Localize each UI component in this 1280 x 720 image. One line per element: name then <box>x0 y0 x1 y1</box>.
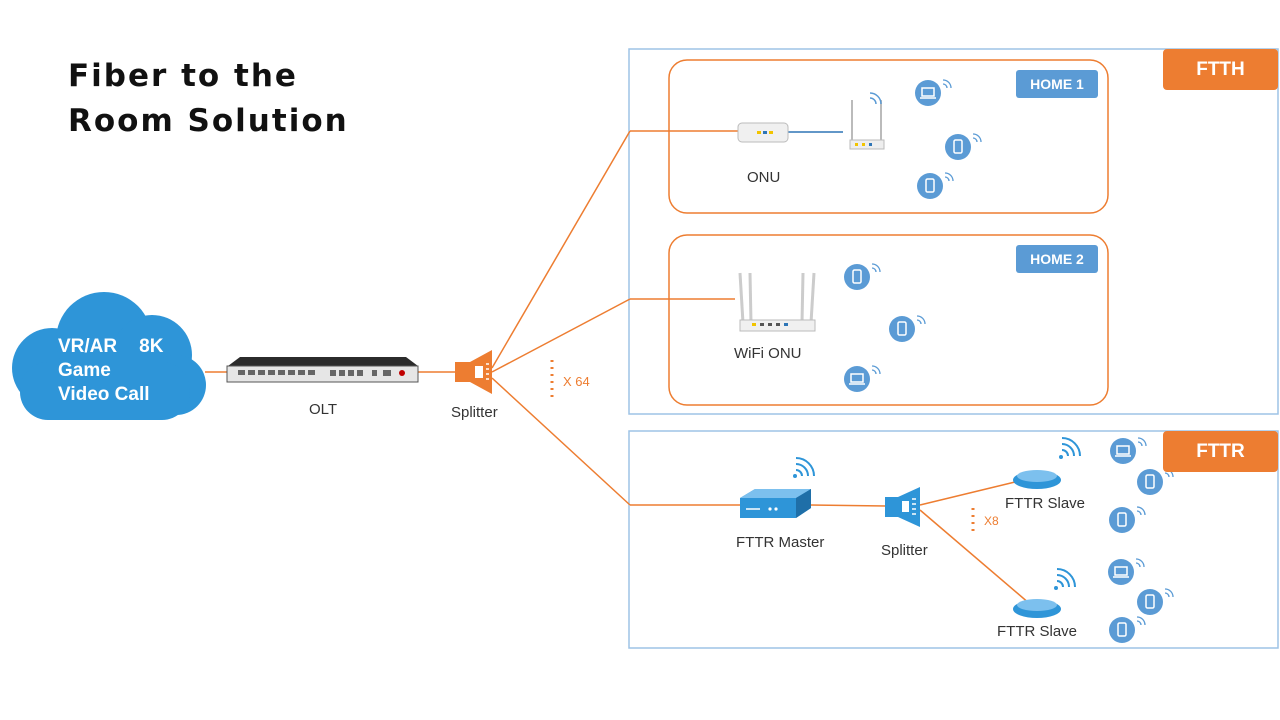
olt-label: OLT <box>309 401 338 418</box>
ftth-tag: FTTH <box>1163 49 1278 90</box>
phone-client-icon <box>844 263 881 290</box>
client-devices <box>844 79 1174 643</box>
fttr-slave-2-icon <box>1013 568 1076 618</box>
diagram-title: Fiber to the Room Solution <box>68 54 349 144</box>
fanout-fttr-label: X8 <box>984 514 999 528</box>
cloud-line-1: VR/AR 8K <box>58 335 163 359</box>
phone-client-icon <box>1109 616 1146 643</box>
splitter-fttr-icon <box>885 487 920 527</box>
fiber-lines <box>205 130 1031 605</box>
splitter-main-icon <box>455 350 492 394</box>
wifi-onu-label: WiFi ONU <box>734 345 802 362</box>
cloud-icon <box>12 292 206 420</box>
phone-client-icon <box>889 315 926 342</box>
home2-box <box>668 234 1109 406</box>
cloud-line-2: Game <box>58 360 111 381</box>
onu-label: ONU <box>747 169 781 186</box>
laptop-client-icon <box>1110 437 1147 464</box>
fttr-panel <box>628 430 1279 649</box>
title-line-1: Fiber to the <box>68 58 298 94</box>
fttr-master-label: FTTR Master <box>736 534 825 551</box>
olt-icon <box>226 357 419 383</box>
fttr-master-icon <box>740 489 811 518</box>
phone-client-icon <box>1137 468 1174 495</box>
title-line-2: Room Solution <box>68 103 349 139</box>
cloud-line-3: Video Call <box>58 384 150 405</box>
fttr-slave-2-label: FTTR Slave <box>997 623 1078 640</box>
fanout-main-label: X 64 <box>563 374 590 389</box>
home1-tag: HOME 1 <box>1016 70 1098 98</box>
phone-client-icon <box>1137 588 1174 615</box>
fttr-slave-1-label: FTTR Slave <box>1005 495 1086 512</box>
phone-client-icon <box>945 133 982 160</box>
cloud-8k: 8K <box>139 336 164 357</box>
home2-tag: HOME 2 <box>1016 245 1098 273</box>
laptop-client-icon <box>844 365 881 392</box>
phone-client-icon <box>917 172 954 199</box>
router-icon <box>849 92 885 150</box>
cloud-text: VR/AR 8K Game Video Call <box>58 335 163 407</box>
onu-icon <box>737 122 789 143</box>
home1-box <box>668 59 1109 214</box>
laptop-client-icon <box>1108 558 1145 585</box>
wifi-dot-icon <box>793 474 797 478</box>
phone-client-icon <box>1109 506 1146 533</box>
fttr-slave-1-icon <box>1013 437 1081 489</box>
wifi-signal-icon <box>795 457 815 477</box>
cloud-vrar: VR/AR <box>58 336 118 357</box>
splitter-fttr-label: Splitter <box>881 542 928 559</box>
wifi-onu-icon <box>738 272 816 332</box>
ftth-panel <box>628 48 1279 415</box>
fttr-tag: FTTR <box>1163 431 1278 472</box>
splitter-main-label: Splitter <box>451 404 498 421</box>
laptop-client-icon <box>915 79 952 106</box>
